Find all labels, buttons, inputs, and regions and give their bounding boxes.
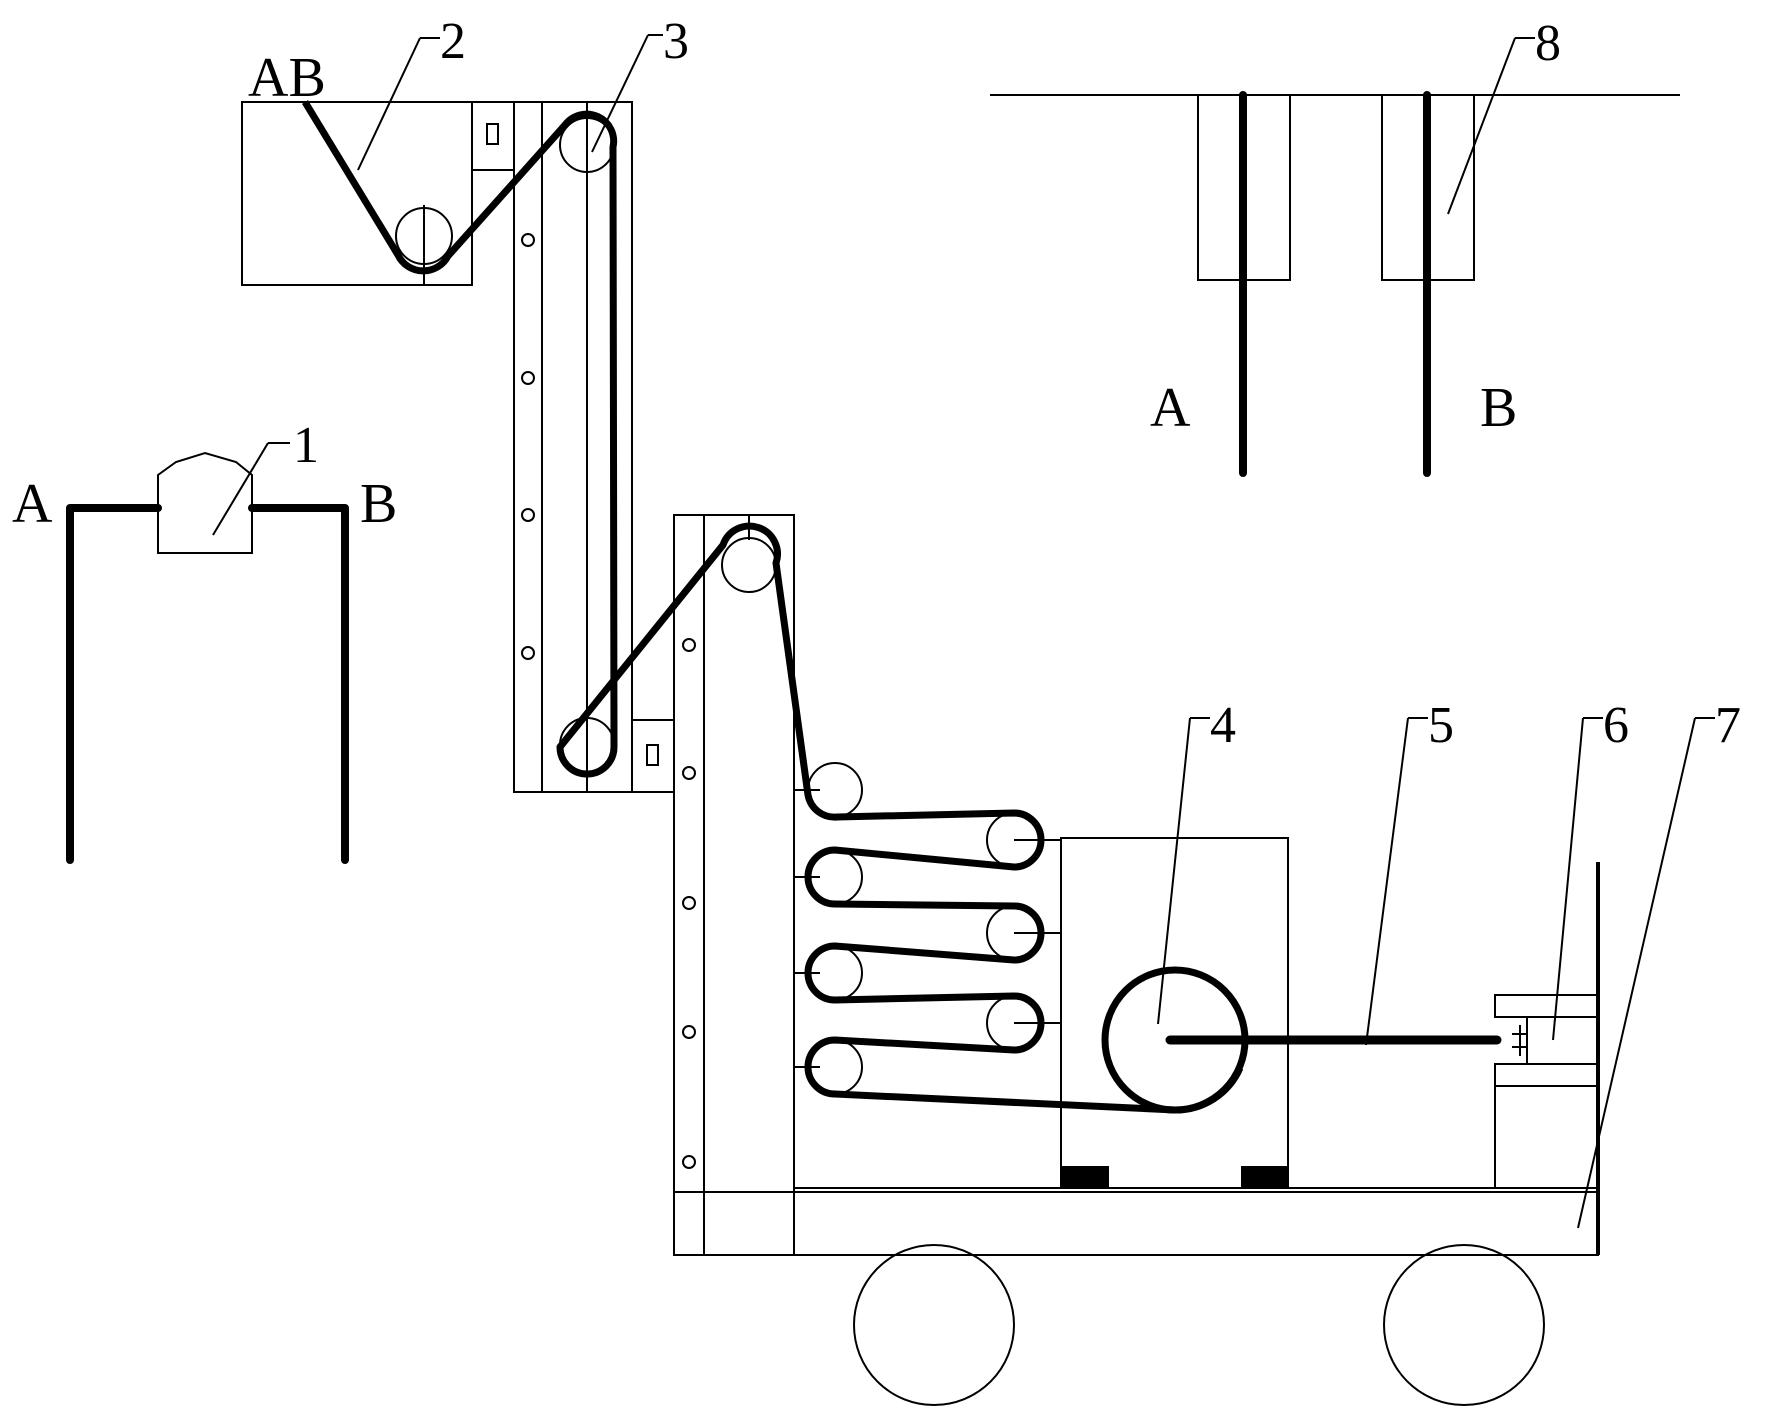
callout-1-leader: [212, 442, 269, 536]
junction-box: [157, 451, 253, 554]
cart-column: [703, 514, 795, 1256]
component-4-drum: 4: [1060, 697, 1289, 1189]
callout-8-leader: [1447, 37, 1516, 215]
callout-5-leader: [1365, 717, 1409, 1046]
tower-hole: [521, 371, 535, 385]
callout-2: 2: [440, 13, 466, 70]
wheel-right: [1383, 1244, 1545, 1406]
callout-7-leader: [1577, 717, 1696, 1229]
callout-6: 6: [1603, 697, 1629, 754]
label-right-a: A: [1150, 377, 1191, 439]
drum-foot-left: [1061, 1166, 1109, 1188]
cart-column-hole: [682, 1155, 696, 1169]
cart-column-hole: [682, 1025, 696, 1039]
callout-8: 8: [1535, 15, 1561, 72]
component-3-tower: 3: [513, 13, 689, 793]
clamp-top-plate: [1494, 994, 1599, 1018]
callout-6-leader: [1552, 717, 1584, 1041]
callout-5: 5: [1428, 697, 1454, 754]
component-8-mount: A B 8: [990, 15, 1680, 477]
tower-hole: [521, 508, 535, 522]
feed-bracket: [471, 101, 515, 171]
drum-foot-right: [1241, 1166, 1288, 1188]
callout-4-leader: [1157, 717, 1191, 1025]
callout-7: 7: [1715, 697, 1741, 754]
component-1-junction: A B 1: [12, 417, 397, 864]
component-7-callout: 7: [1577, 697, 1741, 1229]
cable-path: [302, 100, 1244, 1114]
lead-b: [248, 504, 349, 864]
callout-3-leader: [591, 34, 649, 153]
lead-a: [66, 504, 162, 864]
clamp-middle: [1526, 1016, 1599, 1065]
feed-bracket-slot: [486, 123, 499, 145]
label-right-b: B: [1480, 377, 1517, 439]
tower-left-rail: [513, 101, 543, 793]
component-6-clamp: 6: [1494, 697, 1629, 1189]
tower-hole: [521, 646, 535, 660]
cart-column-rail: [673, 514, 705, 1256]
callout-3: 3: [663, 13, 689, 70]
cart-column-hole: [682, 766, 696, 780]
component-2-feed-housing: AB 2: [241, 13, 515, 286]
cart-column-hole: [682, 638, 696, 652]
clamp-bottom-plate: [1494, 1063, 1599, 1087]
tower-bracket-slot: [646, 744, 659, 766]
label-ab: AB: [248, 47, 326, 109]
tower-bracket: [631, 719, 675, 793]
clamp-base: [1494, 1085, 1599, 1189]
callout-4: 4: [1210, 697, 1236, 754]
tower-hole: [521, 233, 535, 247]
callout-1: 1: [293, 417, 319, 474]
callout-2-leader: [357, 37, 421, 171]
wheel-left: [853, 1244, 1015, 1406]
cart-top-pulley: [721, 537, 777, 593]
cart-column-hole: [682, 896, 696, 910]
label-left-a: A: [12, 473, 53, 535]
component-5-shaft: 5: [1165, 697, 1502, 1046]
drum-housing: [1060, 837, 1289, 1189]
feed-housing-box: [241, 101, 473, 286]
label-left-b: B: [360, 473, 397, 535]
